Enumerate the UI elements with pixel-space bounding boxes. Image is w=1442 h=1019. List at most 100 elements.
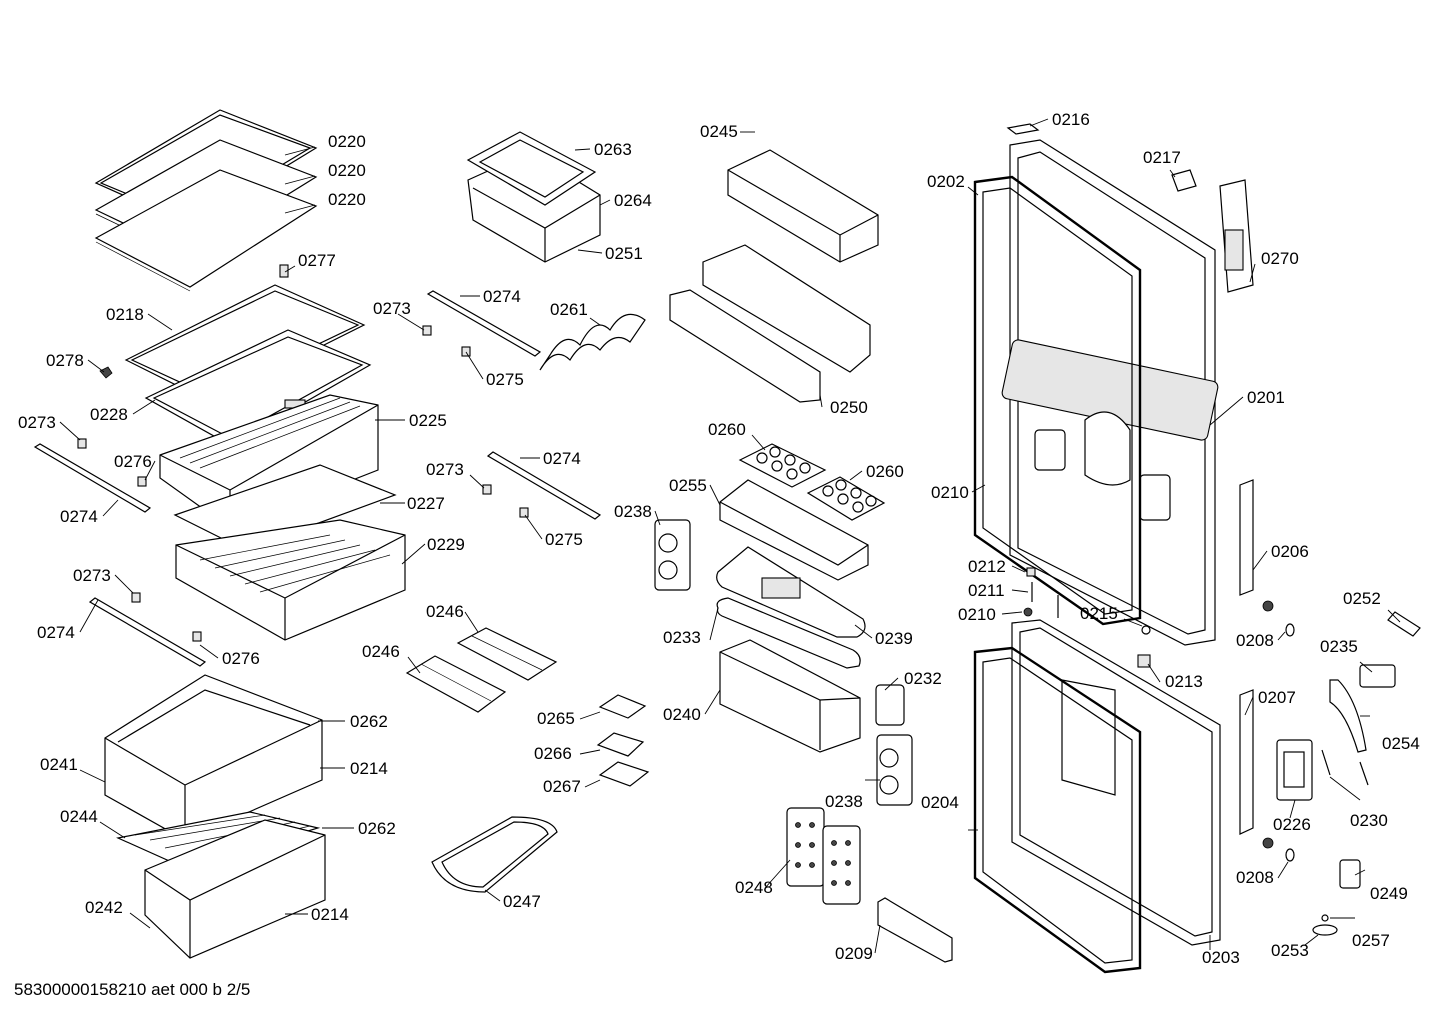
part-label-0260: 0260 <box>866 462 904 481</box>
part-label-0273: 0273 <box>18 413 56 432</box>
door-bin-0245 <box>727 149 879 263</box>
part-label-0276: 0276 <box>114 452 152 471</box>
seal-0233 <box>716 597 861 669</box>
cold-pack-0248-right <box>822 825 861 905</box>
leader-line-0244 <box>99 821 126 839</box>
part-label-0278: 0278 <box>46 351 84 370</box>
leader-line-0232 <box>884 677 899 691</box>
leader-line-0273 <box>469 474 485 489</box>
leader-line-0246 <box>464 611 479 633</box>
part-label-0273: 0273 <box>426 460 464 479</box>
part-label-0262: 0262 <box>358 819 396 838</box>
part-label-0238: 0238 <box>614 502 652 521</box>
part-label-0206: 0206 <box>1271 542 1309 561</box>
leader-line-0242 <box>129 912 151 929</box>
part-label-0246: 0246 <box>426 602 464 621</box>
leader-line-0207 <box>1244 696 1254 716</box>
leader-line-0220 <box>284 175 316 185</box>
part-label-0210: 0210 <box>958 605 996 624</box>
handle-0206 <box>1239 479 1254 596</box>
screw-0208-lower <box>1262 837 1295 862</box>
part-label-0239: 0239 <box>875 629 913 648</box>
leader-line-0251 <box>577 249 603 254</box>
part-label-0255: 0255 <box>669 476 707 495</box>
part-label-0211: 0211 <box>968 581 1005 600</box>
part-0212 <box>1026 567 1036 577</box>
rail-0274-upper-middle <box>422 290 542 357</box>
part-label-0260: 0260 <box>708 420 746 439</box>
part-label-0213: 0213 <box>1165 672 1203 691</box>
leader-line-0261 <box>589 317 601 326</box>
part-label-0266: 0266 <box>534 744 572 763</box>
part-label-0274: 0274 <box>543 449 581 468</box>
bracket-0226 <box>1276 739 1313 801</box>
part-label-0249: 0249 <box>1370 884 1408 903</box>
screw-0210 <box>1023 607 1033 617</box>
leader-line-0265 <box>579 711 601 720</box>
egg-tray-0260-left <box>738 443 827 488</box>
part-label-0276: 0276 <box>222 649 260 668</box>
hinge-0232 <box>875 684 905 726</box>
door-bin-0255 <box>719 479 869 581</box>
part-label-0264: 0264 <box>614 191 652 210</box>
part-label-0220: 0220 <box>328 161 366 180</box>
leader-line-0202 <box>967 186 979 196</box>
part-label-0246: 0246 <box>362 642 400 661</box>
part-label-0275: 0275 <box>486 370 524 389</box>
part-label-0207: 0207 <box>1258 688 1296 707</box>
freezer-drawer-0214-lower <box>144 819 326 959</box>
ice-tray-0246-lower <box>405 655 507 713</box>
leader-line-0229 <box>401 543 426 565</box>
part-label-0244: 0244 <box>60 807 98 826</box>
glass-shelf-0220-bottom <box>94 169 318 292</box>
leader-line-0241 <box>79 769 106 783</box>
leader-line-0210 <box>1001 611 1023 615</box>
leader-line-0208 <box>1277 631 1286 641</box>
part-label-0232: 0232 <box>904 669 942 688</box>
leader-line-0239 <box>854 624 873 639</box>
part-label-0227: 0227 <box>407 494 445 513</box>
hinge-0235 <box>1359 664 1396 688</box>
screw-0211 <box>1031 582 1059 618</box>
leader-line-0250 <box>819 394 823 408</box>
clip-0277 <box>279 264 289 278</box>
leader-line-0212 <box>1011 565 1026 573</box>
part-label-0273: 0273 <box>373 299 411 318</box>
leader-line-0255 <box>709 484 721 506</box>
leader-line-0246 <box>407 656 421 674</box>
leader-line-0217 <box>1169 169 1176 178</box>
part-label-0214: 0214 <box>311 905 349 924</box>
leader-line-0238 <box>654 510 661 526</box>
tray-0267 <box>598 761 650 787</box>
part-0257 <box>1321 914 1329 922</box>
leader-line-0211 <box>1011 589 1029 593</box>
leader-line-0273 <box>114 574 134 594</box>
part-label-0203: 0203 <box>1202 948 1240 967</box>
part-label-0218: 0218 <box>106 305 144 324</box>
part-label-0240: 0240 <box>663 705 701 724</box>
leader-line-0264 <box>599 199 611 206</box>
part-label-0201: 0201 <box>1247 388 1285 407</box>
part-label-0250: 0250 <box>830 398 868 417</box>
leader-line-0226 <box>1289 799 1296 819</box>
part-label-0270: 0270 <box>1261 249 1299 268</box>
leader-line-0277 <box>284 265 296 273</box>
freezer-drawer-0214-upper <box>104 674 323 841</box>
rail-0274-lower-left <box>88 592 207 667</box>
leader-line-0278 <box>87 359 105 373</box>
part-label-0220: 0220 <box>328 132 366 151</box>
part-label-0254: 0254 <box>1382 734 1420 753</box>
tray-0265 <box>598 694 647 719</box>
lower-door-0203 <box>1011 619 1221 946</box>
part-label-0204: 0204 <box>921 793 959 812</box>
leader-line-0273 <box>397 313 425 331</box>
door-bin-0250 <box>669 244 871 403</box>
leader-line-0253 <box>1304 934 1319 946</box>
part-label-0257: 0257 <box>1352 931 1390 950</box>
leader-line-0274 <box>102 499 119 517</box>
part-label-0215: 0215 <box>1080 604 1118 623</box>
part-label-0220: 0220 <box>328 190 366 209</box>
leader-line-0215 <box>1123 618 1143 627</box>
leader-line-0270 <box>1249 263 1256 283</box>
leader-line-0274 <box>79 599 99 633</box>
